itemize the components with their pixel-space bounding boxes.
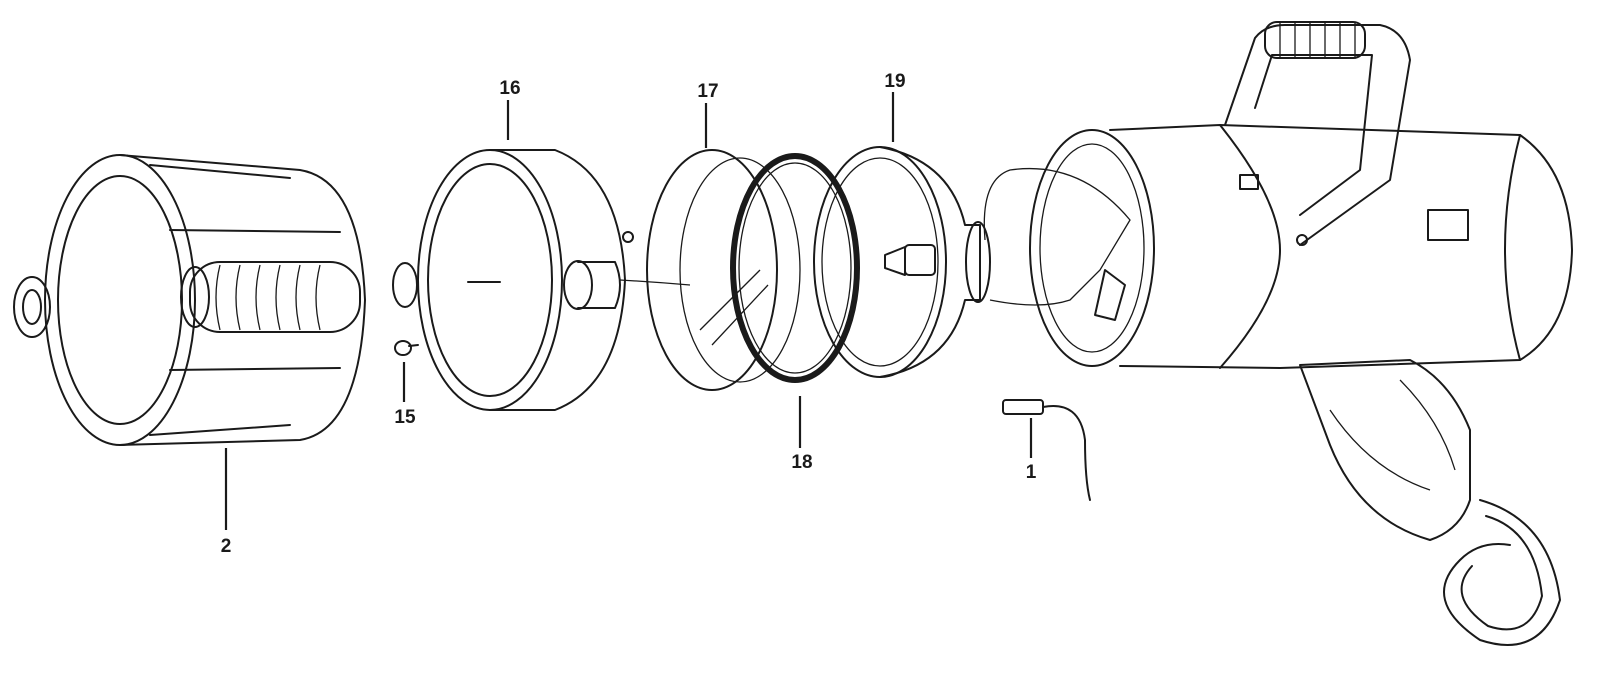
part-19-reflector [813,146,991,378]
callout-1: 1 [1026,462,1037,483]
part-2-end-cap [13,154,366,446]
part-main-body [983,21,1573,646]
callout-15: 15 [394,407,416,428]
part-17-lens [646,149,801,391]
part-16-bezel-ring [392,149,691,411]
callout-16: 16 [499,78,520,99]
part-15-screw [394,340,419,356]
part-18-o-ring [730,153,860,383]
callout-2: 2 [221,536,232,557]
callout-19: 19 [884,71,905,92]
callout-17: 17 [697,81,718,102]
callout-18: 18 [791,452,812,473]
part-1-bulb-lead [1002,399,1091,501]
